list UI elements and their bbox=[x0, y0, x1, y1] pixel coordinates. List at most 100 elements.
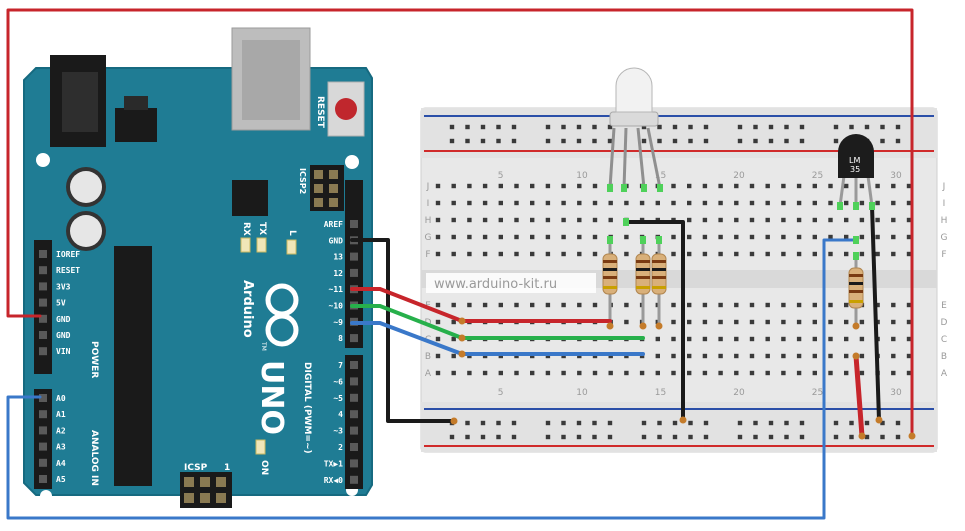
breadboard-hole bbox=[435, 183, 441, 189]
resistor-band bbox=[603, 276, 617, 279]
icsp-pin bbox=[200, 477, 210, 487]
breadboard-hole bbox=[702, 217, 708, 223]
icsp2-pin bbox=[314, 170, 323, 179]
contact-marker bbox=[641, 184, 647, 192]
breadboard-hole bbox=[891, 353, 896, 359]
digital-pin-label: 13 bbox=[333, 253, 343, 262]
breadboard-hole bbox=[796, 336, 802, 342]
resistor-band bbox=[636, 268, 650, 271]
breadboard-hole bbox=[718, 217, 723, 223]
rail-hole bbox=[849, 420, 854, 426]
breadboard-hole bbox=[530, 200, 535, 206]
header-pin bbox=[39, 458, 47, 467]
breadboard-hole bbox=[781, 370, 786, 376]
breadboard-hole bbox=[592, 251, 598, 257]
digital-pin-label: ~6 bbox=[333, 377, 343, 386]
rail-hole bbox=[480, 434, 486, 440]
breadboard-hole bbox=[891, 251, 896, 257]
breadboard-hole bbox=[639, 200, 645, 206]
breadboard-hole bbox=[844, 353, 849, 359]
breadboard-hole bbox=[844, 302, 849, 308]
header-pin bbox=[350, 410, 358, 419]
breadboard-hole bbox=[828, 319, 833, 325]
rail-hole bbox=[880, 434, 885, 440]
digital-pin-label: ~3 bbox=[333, 427, 343, 436]
breadboard-hole bbox=[781, 217, 786, 223]
mount-hole bbox=[36, 153, 50, 167]
breadboard-hole bbox=[734, 234, 739, 240]
digital-pin-label: 7 bbox=[338, 361, 343, 370]
row-letter: C bbox=[941, 335, 947, 345]
breadboard-hole bbox=[498, 251, 503, 257]
resistor-green bbox=[635, 240, 651, 326]
rail-hole bbox=[880, 138, 885, 144]
icsp2-pin bbox=[314, 184, 323, 193]
breadboard-hole bbox=[734, 200, 739, 206]
led-leg-red bbox=[608, 127, 616, 189]
breadboard-hole bbox=[749, 251, 755, 257]
header-pin bbox=[39, 282, 47, 291]
row-letter: E bbox=[941, 301, 947, 311]
column-number: 25 bbox=[812, 388, 823, 398]
power-pin-label: VIN bbox=[56, 347, 71, 356]
rail-hole bbox=[607, 434, 613, 440]
breadboard-hole bbox=[561, 183, 566, 189]
breadboard-hole bbox=[734, 183, 739, 189]
sensor-leg bbox=[838, 175, 846, 207]
analog-pin-label: A2 bbox=[56, 426, 66, 435]
breadboard-hole bbox=[624, 251, 629, 257]
capacitor-top bbox=[70, 215, 102, 247]
breadboard-hole bbox=[687, 370, 692, 376]
resistor-band bbox=[603, 260, 617, 263]
digital-pin-label: TX▶1 bbox=[324, 459, 343, 468]
rail-hole bbox=[688, 138, 693, 144]
row-letter: F bbox=[425, 250, 430, 260]
breadboard-hole bbox=[718, 370, 723, 376]
wire-pin10-green bbox=[350, 304, 645, 340]
analog-pin-label: A4 bbox=[56, 459, 66, 468]
breadboard-hole bbox=[828, 251, 833, 257]
breadboard-hole bbox=[530, 302, 535, 308]
row-letter: J bbox=[942, 182, 946, 192]
breadboard-hole bbox=[765, 183, 770, 189]
breadboard-hole bbox=[765, 302, 770, 308]
contact-marker bbox=[640, 236, 646, 244]
breadboard-hole bbox=[781, 251, 786, 257]
sensor-label-line2: 35 bbox=[850, 165, 860, 174]
wire-end bbox=[458, 317, 466, 325]
contact-marker bbox=[607, 184, 613, 192]
breadboard-hole bbox=[687, 217, 692, 223]
bottom-power-rail bbox=[421, 402, 937, 452]
breadboard-hole bbox=[687, 302, 692, 308]
rail-hole bbox=[799, 138, 805, 144]
breadboard-hole bbox=[812, 183, 817, 189]
rail-hole bbox=[465, 124, 470, 130]
icsp2-label: ICSP2 bbox=[298, 168, 307, 194]
breadboard-hole bbox=[545, 217, 551, 223]
rail-hole bbox=[657, 124, 662, 130]
breadboard-hole bbox=[482, 217, 488, 223]
breadboard-hole bbox=[859, 353, 865, 359]
header-pin bbox=[39, 347, 47, 356]
breadboard-hole bbox=[671, 234, 676, 240]
rail-hole bbox=[688, 124, 693, 130]
breadboard-hole bbox=[624, 319, 629, 325]
resistor-band bbox=[652, 260, 666, 263]
resistor-band bbox=[603, 268, 617, 271]
rail-hole bbox=[496, 124, 501, 130]
breadboard-hole bbox=[718, 251, 723, 257]
breadboard-hole bbox=[875, 302, 880, 308]
breadboard-hole bbox=[451, 302, 456, 308]
wire-a0-sensor bbox=[6, 238, 858, 520]
rail-hole bbox=[799, 124, 805, 130]
breadboard-hole bbox=[655, 353, 660, 359]
column-number: 30 bbox=[890, 388, 902, 398]
on-label: ON bbox=[259, 460, 269, 475]
reset-button[interactable] bbox=[335, 98, 357, 120]
breadboard-hole bbox=[796, 234, 802, 240]
breadboard-hole bbox=[514, 183, 519, 189]
rail-hole bbox=[607, 420, 613, 426]
breadboard-hole bbox=[859, 370, 865, 376]
breadboard-hole bbox=[702, 319, 708, 325]
